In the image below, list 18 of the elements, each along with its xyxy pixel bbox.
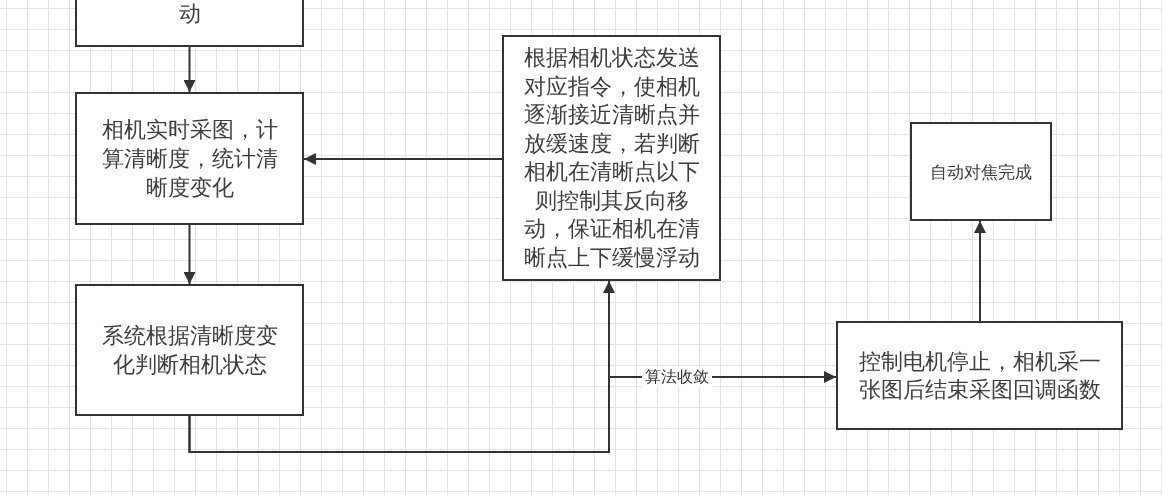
arrow — [303, 153, 503, 165]
process-box — [910, 122, 1052, 221]
edge-label: 算法收敛 — [642, 367, 712, 387]
process-text: 动 — [177, 0, 202, 28]
process-text: 相机实时采图，计算清晰度，统计清晰度变化 — [100, 116, 279, 202]
process-box — [75, 284, 304, 416]
process-text: 根据相机状态发送对应指令，使相机逐渐接近清晰点并放缓速度，若判断相机在清晰点以下则控制其反向移动，保证相机在清晰点上下缓慢浮动 — [522, 44, 701, 272]
process-text: 系统根据清晰度变化判断相机状态 — [100, 322, 279, 379]
process-box — [502, 35, 721, 281]
arrow — [188, 371, 837, 453]
arrow — [183, 46, 196, 93]
arrow — [974, 220, 986, 322]
arrow — [183, 224, 196, 285]
process-text: 控制电机停止，相机采一张图后结束采图回调函数 — [857, 347, 1102, 404]
process-text: 自动对焦完成 — [929, 160, 1033, 183]
process-box — [75, 0, 304, 47]
process-box — [836, 321, 1123, 430]
process-box — [75, 92, 304, 225]
